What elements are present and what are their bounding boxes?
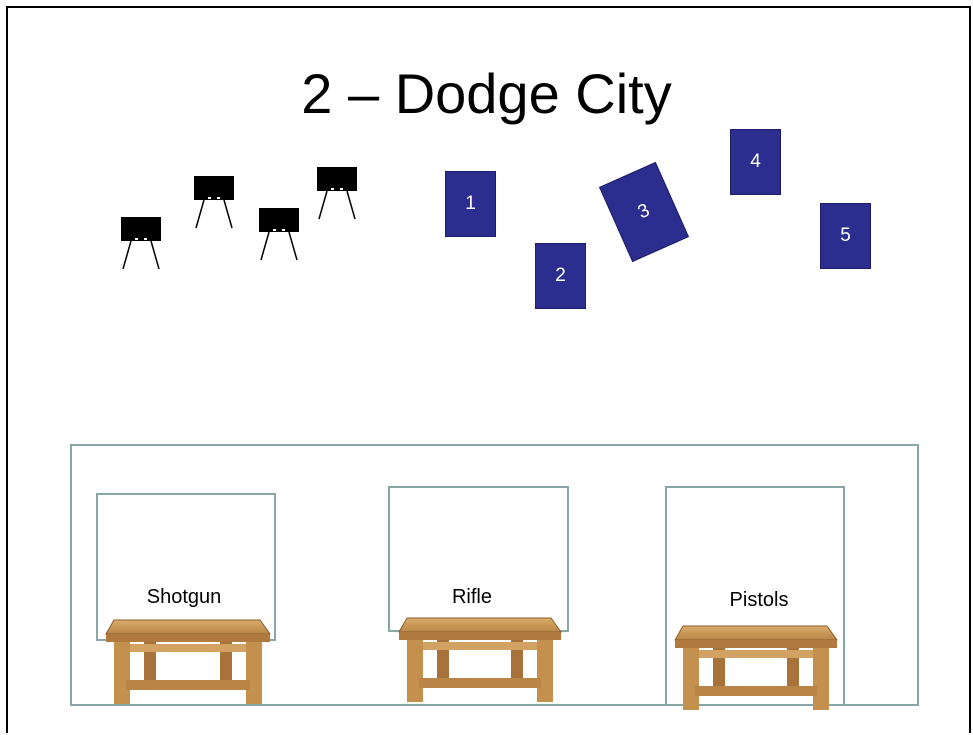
station-label-pistols: Pistols bbox=[729, 589, 789, 611]
target-2: 2 bbox=[535, 243, 586, 309]
shooter-stand-icon bbox=[257, 208, 301, 264]
table-icon bbox=[105, 619, 271, 704]
slide-title: 2 – Dodge City bbox=[301, 62, 672, 125]
station-label-rifle: Rifle bbox=[451, 586, 492, 608]
station-box-pistols bbox=[665, 486, 845, 706]
table-icon bbox=[398, 617, 562, 702]
table-icon bbox=[674, 625, 838, 710]
target-4: 4 bbox=[730, 129, 781, 195]
station-box-rifle bbox=[388, 486, 569, 632]
slide-frame bbox=[6, 6, 971, 733]
target-5: 5 bbox=[820, 203, 871, 269]
shooter-stand-icon bbox=[119, 217, 163, 273]
shooter-stand-icon bbox=[192, 176, 236, 232]
shooter-stand-icon bbox=[315, 167, 359, 223]
target-1: 1 bbox=[445, 171, 496, 237]
shooting-line-area bbox=[70, 444, 919, 706]
station-label-shotgun: Shotgun bbox=[146, 586, 222, 608]
